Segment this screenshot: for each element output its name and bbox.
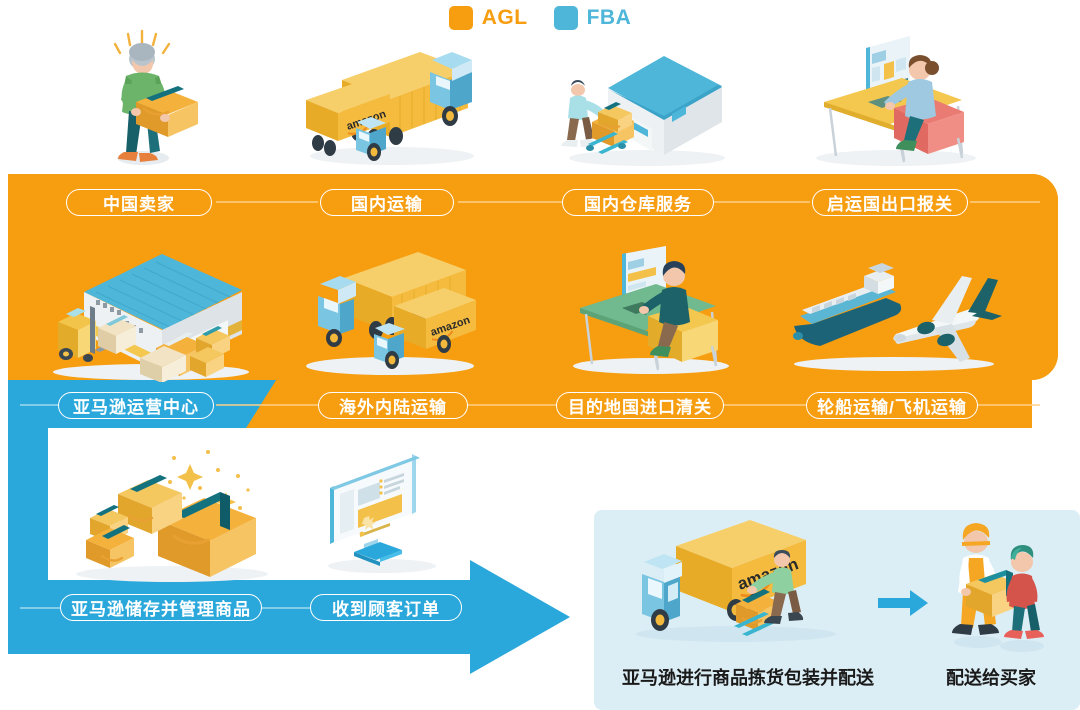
- warehouse-pallet-jack-illustration: [561, 56, 725, 166]
- chip-row1-step4[interactable]: 启运国出口报关: [812, 189, 968, 216]
- square-swatch-icon: [553, 6, 578, 30]
- amazon-boxes-sparkles-illustration: [76, 450, 268, 582]
- legend-label-agl: AGL: [481, 6, 528, 29]
- chip-label: 亚马逊运营中心: [73, 398, 199, 417]
- order-monitor-illustration: [328, 454, 436, 573]
- delivery-caption-deliver: 配送给买家: [946, 668, 1036, 688]
- domestic-trucks-illustration: amazon: [306, 52, 474, 165]
- chip-label: 目的地国进口清关: [568, 398, 712, 417]
- legend: AGL FBA: [0, 6, 1080, 30]
- seller-with-box-illustration: [113, 29, 198, 165]
- chip-row1-step3[interactable]: 国内仓库服务: [562, 189, 714, 216]
- chip-row2-step3[interactable]: 目的地国进口清关: [556, 392, 724, 419]
- fulfillment-center-forklift-illustration: [53, 254, 249, 382]
- orange-track-right-bend: [1000, 174, 1058, 380]
- customs-desk-computer-illustration: [573, 246, 729, 374]
- chip-row1-step1[interactable]: 中国卖家: [66, 189, 212, 216]
- legend-label-fba: FBA: [586, 6, 632, 29]
- chip-row3-step1[interactable]: 亚马逊储存并管理商品: [60, 594, 262, 621]
- right-arrow-icon: [470, 560, 570, 674]
- chip-row2-step2[interactable]: 海外内陆运输: [318, 392, 468, 419]
- chip-label: 轮船运输/飞机运输: [817, 398, 967, 417]
- chip-label: 海外内陆运输: [339, 398, 447, 417]
- courier-handoff-illustration: [952, 523, 1044, 652]
- chip-row1-step2[interactable]: 国内运输: [320, 189, 454, 216]
- chip-label: 国内运输: [351, 195, 423, 214]
- delivery-caption-pick-pack: 亚马逊进行商品拣货包装并配送: [622, 668, 874, 688]
- overseas-trucks-illustration: amazon: [306, 252, 476, 375]
- chip-row2-step1[interactable]: 亚马逊运营中心: [58, 392, 214, 419]
- chip-label: 收到顾客订单: [332, 600, 440, 619]
- desk-computer-woman-illustration: [816, 36, 976, 166]
- ship-and-plane-illustration: [793, 263, 1002, 371]
- chip-label: 国内仓库服务: [584, 195, 692, 214]
- square-swatch-icon: [448, 6, 473, 30]
- chip-label: 中国卖家: [103, 195, 175, 214]
- chip-row2-step4[interactable]: 轮船运输/飞机运输: [806, 392, 978, 419]
- right-arrow-icon: [878, 590, 928, 616]
- chip-label: 亚马逊储存并管理商品: [71, 600, 251, 619]
- legend-item-fba: FBA: [553, 6, 632, 30]
- chip-label: 启运国出口报关: [827, 195, 953, 214]
- chip-row3-step2[interactable]: 收到顾客订单: [310, 594, 462, 621]
- amazon-truck-loading-illustration: amazon: [636, 520, 836, 642]
- legend-item-agl: AGL: [448, 6, 528, 30]
